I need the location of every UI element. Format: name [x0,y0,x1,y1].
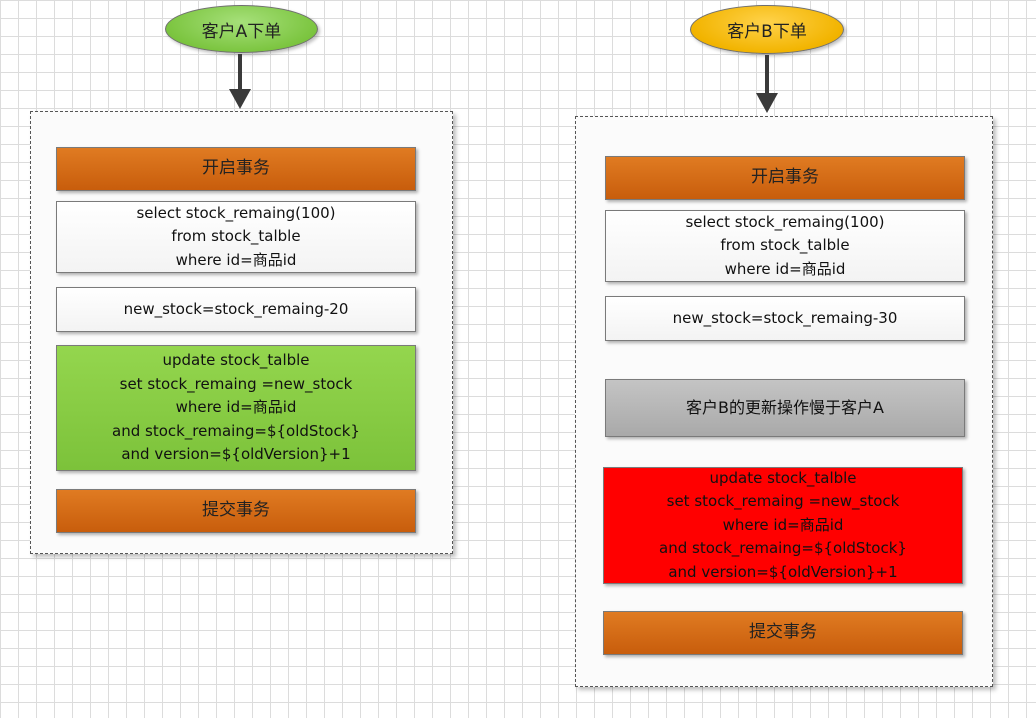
customer-b-calc-label: new_stock=stock_remaing-30 [672,308,898,327]
customer-a-arrow-head [229,89,251,109]
customer-a-update-line: update stock_talble [162,351,310,370]
customer-b-begin-label: 开启事务 [751,167,819,188]
customer-b-note-label: 客户B的更新操作慢于客户A [686,398,884,418]
customer-b-delay-note: 客户B的更新操作慢于客户A [605,379,965,437]
customer-a-update-line: and version=${oldVersion}+1 [121,445,351,464]
customer-b-arrow-line [765,55,769,94]
customer-b-update-line: and stock_remaing=${oldStock} [659,539,907,558]
customer-b-calc-stock: new_stock=stock_remaing-30 [605,296,965,341]
customer-a-start-node: 客户A下单 [165,5,318,53]
customer-a-commit-label: 提交事务 [202,500,270,521]
customer-b-select-query: select stock_remaing(100) from stock_tal… [605,210,965,282]
customer-a-commit-transaction: 提交事务 [56,489,416,533]
customer-a-title: 客户A下单 [201,21,282,42]
customer-a-begin-label: 开启事务 [202,158,270,179]
customer-a-update-line: where id=商品id [175,398,297,417]
customer-a-calc-label: new_stock=stock_remaing-20 [123,299,349,318]
customer-a-begin-transaction: 开启事务 [56,147,416,191]
customer-a-select-line: select stock_remaing(100) [136,203,336,222]
customer-a-select-query: select stock_remaing(100) from stock_tal… [56,201,416,273]
customer-a-arrow-line [238,54,242,90]
customer-b-update-line: set stock_remaing =new_stock [666,492,900,511]
customer-b-select-line: where id=商品id [724,259,846,278]
customer-a-calc-stock: new_stock=stock_remaing-20 [56,287,416,332]
customer-a-update-line: and stock_remaing=${oldStock} [112,421,360,440]
customer-b-commit-label: 提交事务 [749,622,817,643]
customer-b-update-line: update stock_talble [709,468,857,487]
customer-b-begin-transaction: 开启事务 [605,156,965,200]
customer-b-select-line: select stock_remaing(100) [685,212,885,231]
customer-b-select-line: from stock_talble [720,236,850,255]
customer-b-update-query: update stock_talble set stock_remaing =n… [603,467,963,584]
customer-b-title: 客户B下单 [727,22,807,42]
customer-b-start-node: 客户B下单 [690,5,844,54]
customer-a-select-line: from stock_talble [171,227,301,246]
customer-b-arrow-head [756,93,778,113]
customer-a-select-line: where id=商品id [175,250,297,269]
customer-a-update-line: set stock_remaing =new_stock [119,374,353,393]
customer-a-update-query: update stock_talble set stock_remaing =n… [56,345,416,471]
customer-b-commit-transaction: 提交事务 [603,611,963,655]
customer-b-update-line: where id=商品id [722,515,844,534]
customer-b-update-line: and version=${oldVersion}+1 [668,562,898,581]
